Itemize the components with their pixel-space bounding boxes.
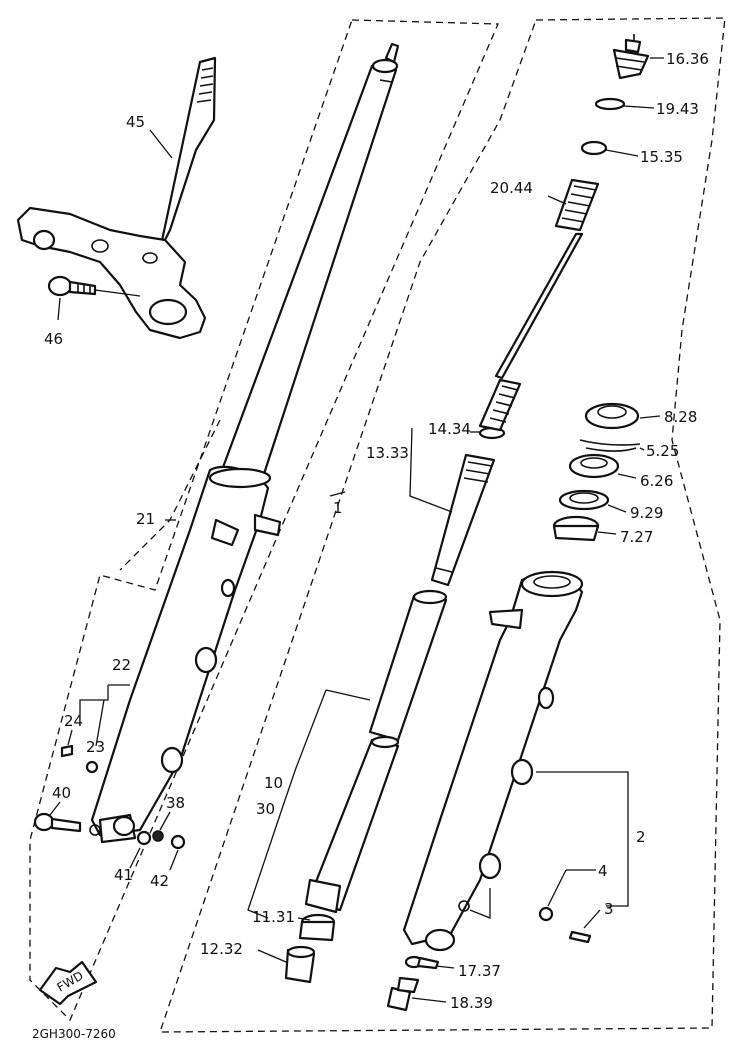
label-2: 2 (636, 828, 646, 846)
seat-12 (284, 945, 316, 984)
diagram-code: 2GH300-7260 (32, 1027, 116, 1041)
left-outer-tube (89, 465, 282, 844)
leader-1 (329, 491, 346, 497)
label-18-39: 18.39 (450, 994, 493, 1012)
label-46: 46 (44, 330, 63, 348)
label-3: 3 (604, 900, 614, 918)
damper-rod (430, 426, 506, 587)
label-22: 22 (112, 656, 131, 674)
leader-23 (95, 699, 105, 747)
leader-3 (583, 909, 601, 929)
steering-stem-bracket (16, 56, 217, 340)
leader-45 (149, 129, 173, 159)
dust-seal-8 (584, 402, 640, 430)
o-ring-19 (594, 97, 626, 111)
leader-22 (79, 684, 130, 715)
label-8-28: 8.28 (664, 408, 697, 426)
leader-4 (547, 869, 596, 907)
leader-13 (409, 427, 453, 513)
damper-cylinder (304, 589, 448, 914)
oil-seal-6 (568, 453, 620, 479)
label-38: 38 (166, 794, 185, 812)
label-16-36: 16.36 (666, 50, 709, 68)
leader-40 (49, 801, 61, 816)
label-9-29: 9.29 (630, 504, 663, 522)
label-5-25: 5.25 (646, 442, 679, 460)
label-4: 4 (598, 862, 608, 880)
leader-24 (67, 729, 73, 746)
leader-15 (605, 149, 639, 157)
leader-18 (411, 997, 447, 1003)
label-14-34: 14.34 (428, 420, 471, 438)
leader-10 (247, 689, 371, 919)
label-17-37: 17.37 (458, 962, 501, 980)
leader-2 (536, 771, 629, 907)
label-1: 1 (333, 499, 343, 517)
clip-5 (579, 439, 641, 452)
label-11-31: 11.31 (252, 908, 295, 926)
rebound-spring-14 (478, 378, 522, 432)
slide-metal-7 (552, 515, 600, 542)
cap-bolt-16 (612, 34, 650, 80)
leader-8 (639, 415, 661, 419)
leader-20 (547, 195, 567, 205)
leader-7 (597, 531, 617, 535)
bolt-46 (47, 275, 97, 297)
label-23: 23 (86, 738, 105, 756)
fwd-arrow-icon: FWD (38, 960, 98, 1006)
spacer-15 (580, 140, 608, 156)
label-42: 42 (150, 872, 169, 890)
label-12-32: 12.32 (200, 940, 243, 958)
label-13-33: 13.33 (366, 444, 409, 462)
label-10: 10 (264, 774, 283, 792)
label-41: 41 (114, 866, 133, 884)
leader-9 (607, 504, 627, 513)
label-15-35: 15.35 (640, 148, 683, 166)
seal-11 (298, 913, 336, 942)
leader-38 (159, 811, 171, 831)
leader-46-a (94, 289, 141, 297)
leader-11 (297, 917, 311, 921)
leader-2-b (469, 888, 491, 919)
left-small-hardware (33, 744, 186, 850)
leader-12 (257, 949, 287, 963)
leader-6 (617, 473, 637, 479)
label-45: 45 (126, 113, 145, 131)
label-40: 40 (52, 784, 71, 802)
label-19-43: 19.43 (656, 100, 699, 118)
washer-9 (558, 489, 610, 511)
label-30: 30 (256, 800, 275, 818)
left-inner-tube (220, 42, 400, 482)
leader-46-b (57, 297, 61, 321)
label-6-26: 6.26 (640, 472, 673, 490)
leader-5 (639, 447, 645, 451)
right-small-hardware (386, 906, 592, 1012)
fork-spring-20 (494, 178, 600, 380)
label-7-27: 7.27 (620, 528, 653, 546)
leader-17 (435, 965, 455, 969)
leader-19 (623, 105, 655, 109)
right-outer-tube (402, 570, 584, 952)
leader-42 (169, 849, 179, 871)
right-fork-group-boundary (159, 17, 726, 1033)
label-21: 21 (136, 510, 155, 528)
label-24: 24 (64, 712, 83, 730)
label-20-44: 20.44 (490, 179, 533, 197)
leader-41 (129, 847, 141, 869)
